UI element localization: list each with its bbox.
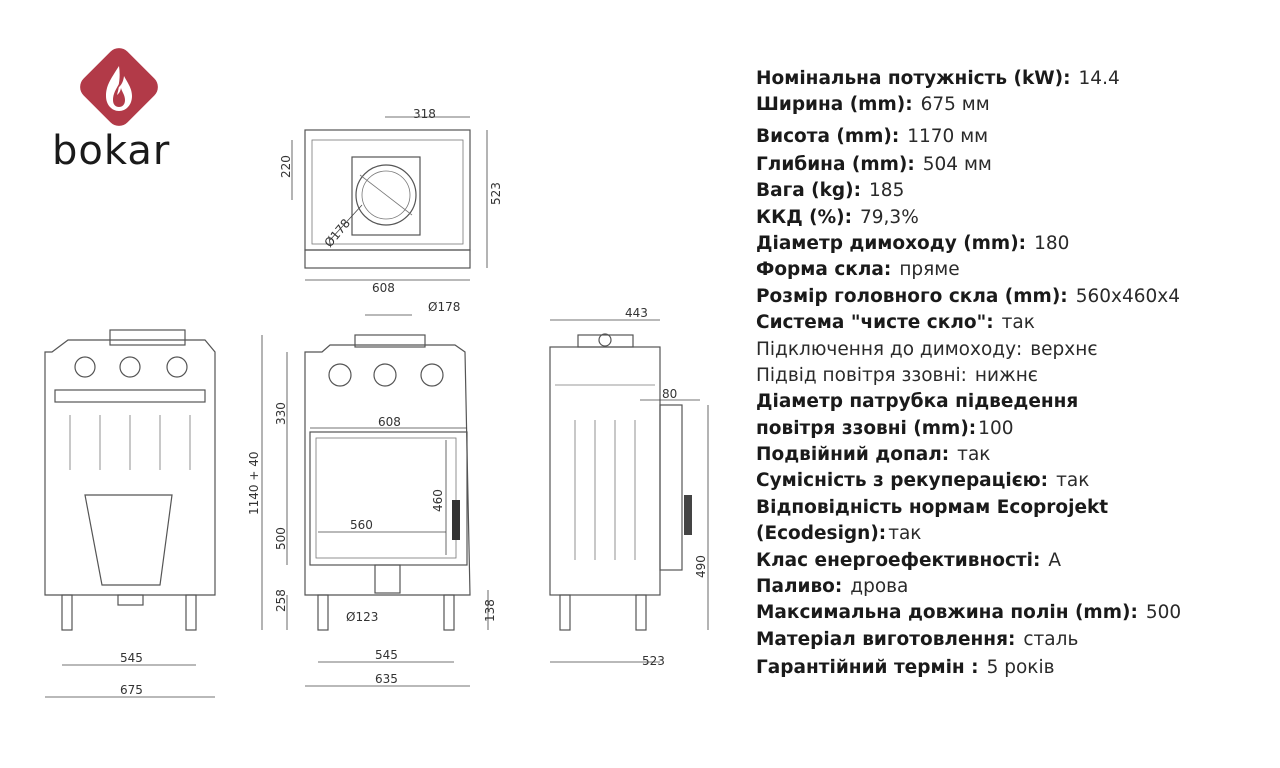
- spec-label: повітря ззовні (mm):: [756, 417, 977, 439]
- spec-row: Ширина (mm): 675 мм: [756, 92, 1276, 118]
- specifications-list: Номінальна потужність (kW): 14.4 Ширина (…: [756, 66, 1276, 680]
- spec-value: 180: [1034, 232, 1070, 254]
- spec-label: Розмір головного скла (mm):: [756, 285, 1068, 307]
- spec-row: Матеріал виготовлення: сталь: [756, 627, 1276, 653]
- front-closed-view: 545 675: [44, 329, 216, 698]
- spec-row: Номінальна потужність (kW): 14.4: [756, 66, 1276, 92]
- spec-value: дрова: [850, 576, 909, 598]
- spec-row: Висота (mm): 1170 мм: [756, 119, 1276, 152]
- dim-label: 675: [120, 683, 143, 697]
- spec-label: Номінальна потужність (kW):: [756, 68, 1071, 89]
- spec-row: повітря ззовні (mm):100: [756, 416, 1276, 442]
- dim-label: Ø178: [322, 216, 354, 250]
- dim-label: 635: [375, 672, 398, 686]
- spec-label: Форма скла:: [756, 259, 892, 281]
- spec-row: Подвійний допал: так: [756, 442, 1276, 468]
- spec-value: 675 мм: [920, 94, 990, 116]
- spec-label: Глибина (mm):: [756, 153, 915, 175]
- dim-label: 460: [431, 489, 445, 512]
- spec-value: A: [1048, 549, 1062, 571]
- spec-label: Підключення до димоходу:: [756, 338, 1023, 360]
- dim-label: 138: [483, 599, 497, 622]
- dim-label: Ø178: [428, 300, 460, 314]
- spec-label: Матеріал виготовлення:: [756, 628, 1016, 650]
- spec-value: сталь: [1023, 628, 1079, 650]
- spec-row: Максимальна довжина полін (mm): 500: [756, 600, 1276, 626]
- top-view: 318 220 523 Ø178 608: [279, 107, 503, 295]
- spec-row: Гарантійний термін : 5 років: [756, 653, 1276, 679]
- spec-row: Діаметр патрубка підведення: [756, 389, 1276, 415]
- dim-label: 318: [413, 107, 436, 121]
- spec-value: 500: [1145, 602, 1182, 624]
- spec-value: 5 років: [986, 657, 1055, 679]
- dim-label: 443: [625, 306, 648, 320]
- spec-row: Глибина (mm): 504 мм: [756, 152, 1276, 178]
- front-view: Ø178 1140 + 40 330 608 460 560 500 258 Ø…: [247, 300, 471, 687]
- spec-value: 560x460x4: [1075, 285, 1180, 307]
- spec-label: Гарантійний термін :: [756, 657, 979, 679]
- spec-value: так: [1001, 312, 1035, 334]
- spec-label: Підвід повітря ззовні:: [756, 364, 967, 386]
- spec-value: так: [1056, 470, 1090, 492]
- spec-value: верхнє: [1030, 338, 1098, 360]
- spec-row: Відповідність нормам Ecoprojekt: [756, 495, 1276, 521]
- spec-row: Підключення до димоходу: верхнє: [756, 337, 1276, 363]
- spec-row: Паливо: дрова: [756, 574, 1276, 600]
- dim-label: 330: [274, 402, 288, 425]
- dim-label: 608: [378, 415, 401, 429]
- spec-label: ККД (%):: [756, 206, 853, 228]
- dim-label: 500: [274, 527, 288, 550]
- spec-value: 14.4: [1078, 68, 1120, 89]
- spec-label: Вага (kg):: [756, 180, 862, 202]
- side-view: 443 80 490 138 523: [483, 306, 709, 668]
- dim-label: 545: [375, 648, 398, 662]
- spec-label: Відповідність нормам Ecoprojekt: [756, 496, 1109, 518]
- spec-value: так: [957, 444, 991, 466]
- spec-row: Форма скла: пряме: [756, 257, 1276, 283]
- dim-label: 1140 + 40: [247, 452, 261, 516]
- spec-label: Паливо:: [756, 576, 843, 598]
- spec-row: ККД (%): 79,3%: [756, 205, 1276, 231]
- spec-label: Висота (mm):: [756, 125, 900, 147]
- spec-value: 100: [978, 417, 1014, 439]
- spec-row: Клас енергоефективності: A: [756, 548, 1276, 574]
- spec-row: Сумісність з рекуперацією: так: [756, 468, 1276, 494]
- spec-row: Підвід повітря ззовні: нижнє: [756, 363, 1276, 389]
- dim-label: 523: [489, 182, 503, 205]
- spec-label: (Ecodesign):: [756, 523, 887, 545]
- spec-label: Система "чисте скло":: [756, 312, 994, 334]
- spec-row: Діаметр димоходу (mm): 180: [756, 231, 1276, 257]
- spec-label: Діаметр патрубка підведення: [756, 391, 1079, 413]
- technical-drawings: 318 220 523 Ø178 608 545 675: [44, 107, 709, 698]
- dim-label: 523: [642, 654, 665, 668]
- dim-label: 220: [279, 155, 293, 178]
- spec-row: Розмір головного скла (mm): 560x460x4: [756, 284, 1276, 310]
- spec-row: Система "чисте скло": так: [756, 310, 1276, 336]
- spec-value: 79,3%: [860, 206, 919, 228]
- dim-label: 80: [662, 387, 677, 401]
- spec-value: так: [888, 523, 922, 545]
- spec-value: 1170 мм: [907, 125, 989, 147]
- spec-value: 504 мм: [922, 153, 992, 175]
- spec-label: Сумісність з рекуперацією:: [756, 470, 1049, 492]
- dim-label: 560: [350, 518, 373, 532]
- spec-value: нижнє: [974, 364, 1038, 386]
- spec-label: Ширина (mm):: [756, 94, 913, 116]
- spec-row: (Ecodesign):так: [756, 521, 1276, 547]
- dim-label: 545: [120, 651, 143, 665]
- dim-label: 490: [694, 555, 708, 578]
- spec-value: пряме: [899, 259, 960, 281]
- spec-label: Клас енергоефективності:: [756, 549, 1041, 571]
- dim-label: 258: [274, 589, 288, 612]
- bokar-logo-icon: [80, 48, 158, 126]
- spec-label: Подвійний допал:: [756, 444, 950, 466]
- spec-label: Максимальна довжина полін (mm):: [756, 602, 1138, 624]
- dim-label: Ø123: [346, 610, 378, 624]
- dim-label: 608: [372, 281, 395, 295]
- spec-value: 185: [869, 180, 905, 202]
- spec-row: Вага (kg): 185: [756, 178, 1276, 204]
- brand-name: bokar: [52, 128, 171, 174]
- spec-label: Діаметр димоходу (mm):: [756, 232, 1027, 254]
